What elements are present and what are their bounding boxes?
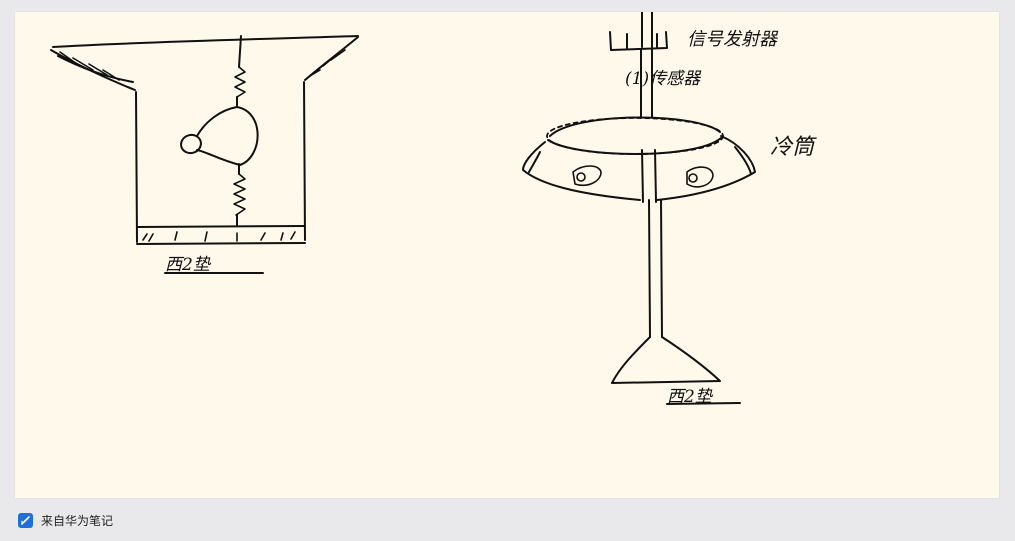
upper-spring bbox=[235, 67, 245, 97]
lamp-shade-right bbox=[197, 107, 258, 165]
disk-lamp-right bbox=[687, 167, 713, 187]
floor-hatching bbox=[143, 232, 295, 241]
handwritten-sketch: 西2垫 信号发射器 (1)传感器 bbox=[15, 12, 999, 498]
left-box-floor-top bbox=[137, 226, 305, 227]
huawei-notes-icon bbox=[18, 513, 33, 528]
disk-lamp-right-bulb bbox=[689, 174, 697, 182]
upper-cord bbox=[239, 36, 241, 67]
left-box-floor-bottom bbox=[137, 243, 305, 244]
left-funnel-top-rim bbox=[53, 36, 358, 47]
emitter-cup bbox=[610, 32, 667, 50]
left-box-right-wall bbox=[304, 82, 305, 240]
right-flare-hatching bbox=[310, 50, 345, 76]
lamp-shade-left bbox=[197, 107, 237, 136]
emitter-rod bbox=[642, 12, 652, 47]
right-drawing: 信号发射器 (1)传感器 冷筒 西2垫 bbox=[523, 12, 817, 407]
lower-shaft bbox=[649, 200, 662, 337]
disk-top-rim bbox=[550, 117, 720, 136]
base-label-underline bbox=[667, 403, 740, 404]
footer-source: 来自华为笔记 bbox=[18, 509, 113, 531]
emitter-label: 信号发射器 bbox=[687, 29, 779, 50]
note-canvas[interactable]: 西2垫 信号发射器 (1)传感器 bbox=[15, 12, 999, 498]
sensor-label: (1)传感器 bbox=[625, 69, 702, 89]
lower-spring bbox=[234, 174, 245, 215]
footer-source-text: 来自华为笔记 bbox=[41, 512, 113, 529]
cold-tube-label: 冷筒 bbox=[770, 135, 817, 160]
disk-lamp-left-bulb bbox=[577, 173, 585, 181]
left-box-left-wall bbox=[136, 92, 137, 242]
left-drawing: 西2垫 bbox=[51, 36, 358, 275]
disk-center-shaft bbox=[642, 150, 656, 202]
stand-base bbox=[612, 337, 720, 383]
disk-lower-rim bbox=[548, 138, 721, 154]
lamp-bulb bbox=[179, 133, 203, 156]
